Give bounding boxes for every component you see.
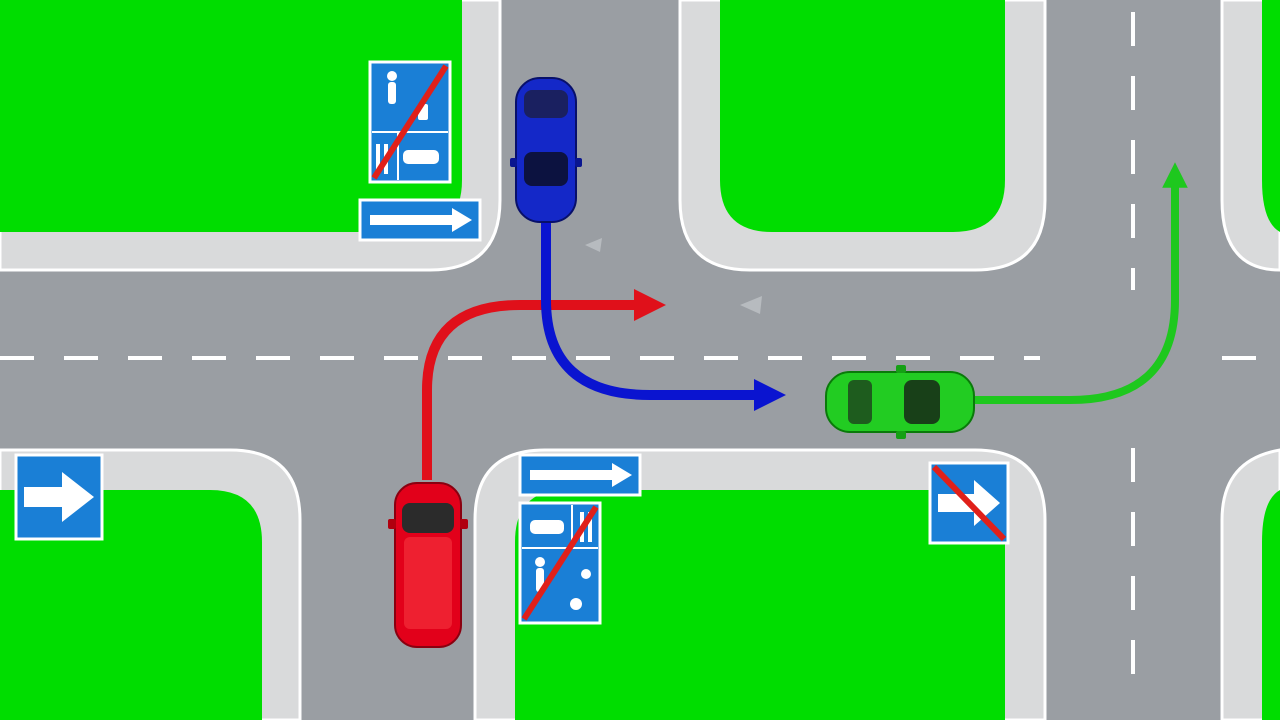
one-way-arrow-icon bbox=[370, 208, 472, 232]
block-top-middle bbox=[678, 0, 1047, 272]
one-way-arrow-icon bbox=[530, 463, 632, 487]
sign-living-zone-end-top bbox=[368, 60, 452, 184]
faint-arrow-icon bbox=[585, 238, 602, 252]
red-car bbox=[388, 482, 468, 648]
blue-path bbox=[541, 222, 787, 412]
one-way-road-icon bbox=[24, 472, 94, 522]
green-car bbox=[825, 365, 975, 439]
sign-one-way-bottom bbox=[518, 453, 642, 497]
sign-one-way-top bbox=[358, 198, 482, 242]
block-bottom-middle bbox=[473, 448, 1047, 720]
block-top-right bbox=[1220, 0, 1280, 272]
sign-living-zone-bottom bbox=[518, 501, 602, 625]
block-bottom-right bbox=[1220, 448, 1280, 720]
green-path bbox=[975, 162, 1188, 404]
sign-one-way-road-end-right bbox=[928, 461, 1010, 545]
sign-one-way-road-left bbox=[14, 453, 104, 541]
blue-car bbox=[510, 77, 582, 223]
faint-arrow-icon bbox=[740, 296, 762, 314]
red-path bbox=[422, 288, 667, 480]
